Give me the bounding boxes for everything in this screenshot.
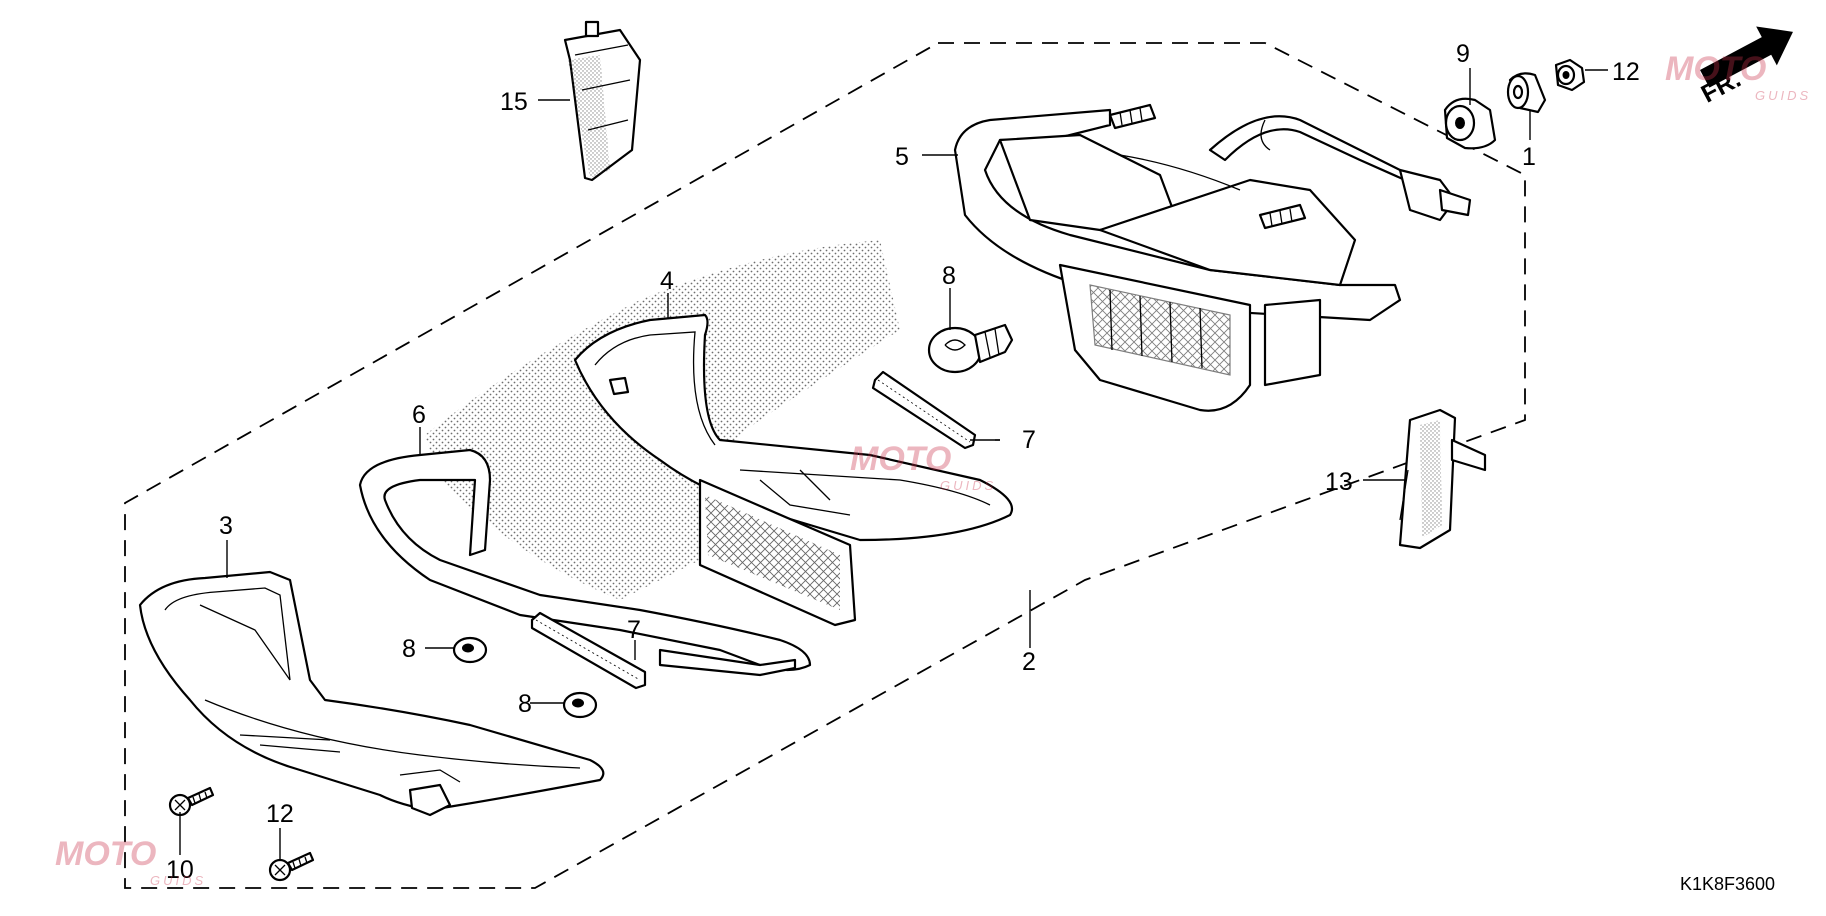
housing-grille (1089, 284, 1231, 376)
callout-7-upper: 7 (1022, 426, 1036, 454)
callout-labels: 15 5 4 8 6 7 3 2 8 8 7 10 12 9 1 12 13 (166, 40, 1640, 884)
part-7-strip-lower (530, 611, 647, 690)
callout-9: 8 (942, 262, 956, 290)
callout-4: 4 (660, 267, 674, 295)
part-1-collar (1506, 72, 1547, 114)
callout-1: 1 (1522, 143, 1536, 171)
part-9-bulb (927, 323, 1014, 374)
part-14-reflector (1398, 408, 1487, 550)
assembly-outline-2 (124, 42, 1526, 889)
part-4-lens (573, 313, 1013, 627)
reflector-face (568, 55, 610, 178)
callout-8-lower: 8 (518, 690, 532, 718)
leader-lines (179, 68, 1608, 860)
watermark-text-bottom-left: MOTO (55, 835, 156, 873)
callout-13: 12 (1612, 58, 1640, 86)
watermark-text-top-right: MOTO (1665, 50, 1766, 88)
callout-8-upper: 8 (402, 635, 416, 663)
front-direction-arrow-icon (1699, 26, 1793, 88)
part-12-screw-b (268, 851, 315, 882)
part-13-nut (1554, 58, 1586, 92)
moto-guids-watermark-logo: MOTO GUIDS MOTO GUIDS MOTO GUIDS (55, 50, 1811, 888)
callout-3: 3 (219, 512, 233, 540)
part-8-grommet-b (562, 691, 598, 719)
callout-12-right: 12 (266, 800, 294, 828)
diagram-code: K1K8F3600 (1680, 874, 1775, 894)
part-12-screw-a (168, 786, 215, 817)
watermark-text-center: MOTO (850, 440, 951, 478)
callout-10: 9 (1456, 40, 1470, 68)
part-8-grommet-a (452, 636, 488, 664)
callout-2: 2 (1022, 648, 1036, 676)
part-10-rubber-mount (1443, 97, 1497, 150)
watermark-subtext-top-right: GUIDS (1755, 88, 1811, 103)
watermark-subtext-bottom-left: GUIDS (150, 873, 206, 888)
callout-12-left: 10 (166, 856, 194, 884)
part-5-housing (953, 103, 1472, 412)
callout-5: 5 (895, 143, 909, 171)
callout-15: 15 (500, 88, 528, 116)
callout-6: 6 (412, 401, 426, 429)
part-3-outer-cover (138, 570, 605, 817)
reflector-face-14 (1420, 420, 1442, 538)
part-6-gasket (358, 448, 812, 677)
watermark-subtext-center: GUIDS (940, 478, 996, 493)
part-15-reflector (563, 20, 642, 182)
part-7-strip-upper (871, 370, 977, 450)
callout-14: 13 (1325, 468, 1353, 496)
lens-mesh (705, 495, 840, 610)
callout-7-lower: 7 (627, 616, 641, 644)
